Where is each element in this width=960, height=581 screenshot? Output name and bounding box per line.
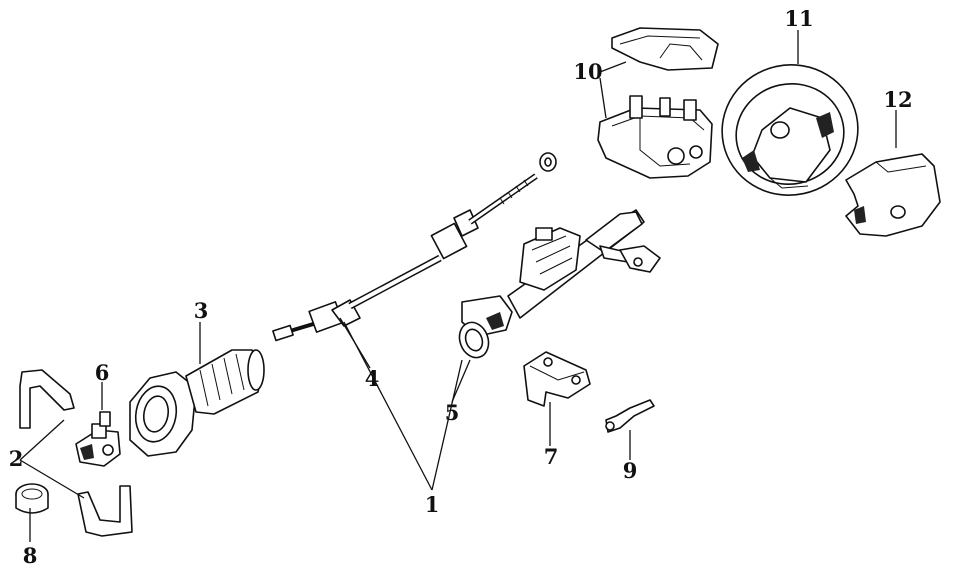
callout-9: 9: [623, 458, 638, 483]
callout-labels: 1 2 3 4 5 6 7 8 9 10 11 12: [9, 6, 913, 568]
callout-4: 4: [365, 366, 380, 391]
callout-6: 6: [95, 360, 110, 385]
part-4-intermediate-shaft: [272, 152, 557, 342]
part-9-small-bracket: [605, 399, 655, 433]
callout-7: 7: [544, 444, 559, 469]
callout-1: 1: [425, 492, 440, 517]
callout-5: 5: [445, 400, 460, 425]
callout-3: 3: [194, 298, 209, 323]
part-8-ring-clip: [15, 483, 49, 514]
part-5-steering-column: [458, 209, 661, 359]
part-10-column-shroud: [597, 27, 719, 179]
part-11-steering-wheel: [721, 64, 859, 196]
part-7-mounting-bracket: [523, 351, 591, 407]
part-12-airbag-module: [845, 153, 941, 237]
callout-2: 2: [9, 446, 24, 471]
part-3-column-boot: [129, 349, 265, 457]
callout-11: 11: [784, 6, 813, 31]
leader-lines: [19, 30, 897, 542]
callout-10: 10: [573, 59, 602, 84]
part-2-brackets: [19, 369, 133, 537]
callout-8: 8: [23, 543, 38, 568]
part-6-universal-joint: [75, 411, 121, 467]
callout-12: 12: [883, 87, 912, 112]
